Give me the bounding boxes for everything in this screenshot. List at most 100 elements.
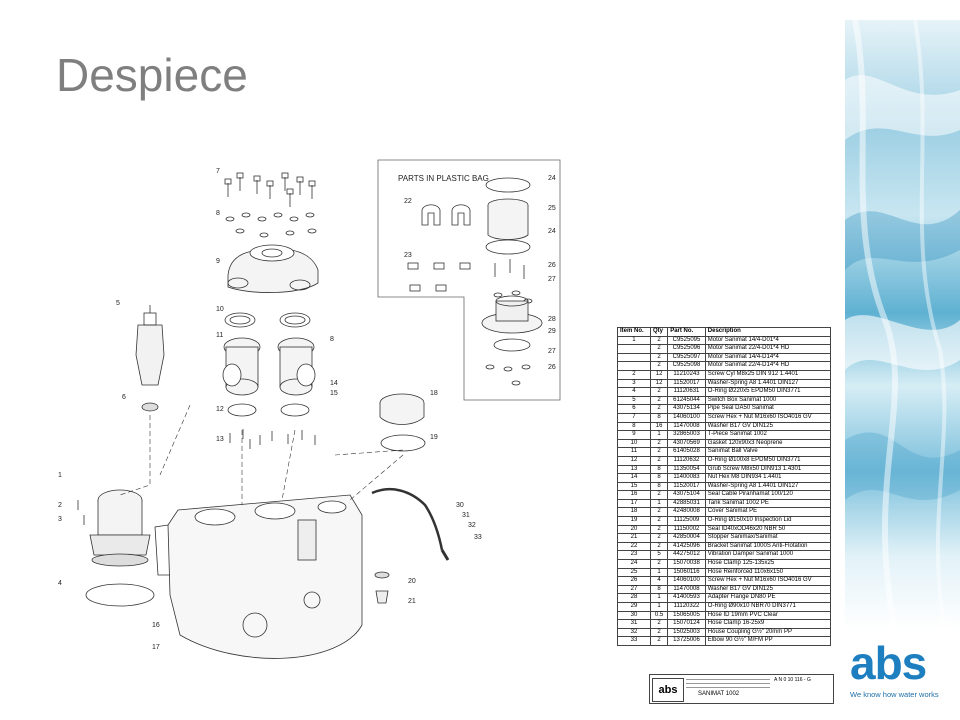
cell-qty: 2 [649, 636, 669, 646]
parts-bag-label: PARTS IN PLASTIC BAG [398, 174, 489, 183]
cell-item-no: 27 [617, 584, 651, 595]
cell-part-no: 42480008 [667, 507, 706, 518]
parts-bag-box [377, 159, 561, 401]
svg-text:5: 5 [116, 300, 120, 307]
cell-part-no: 44275012 [667, 550, 706, 561]
cell-description: Motor Sanimat 14/4-D14*4 [704, 352, 832, 363]
cell-qty: 2 [649, 387, 669, 397]
svg-text:11: 11 [216, 332, 223, 339]
cell-description: Screw Hex + Nut M16x60 ISO4016 GV [704, 412, 832, 423]
cell-item-no: 18 [617, 507, 651, 518]
col-description: Description [704, 327, 832, 337]
cell-part-no: 42885031 [667, 498, 706, 509]
cell-part-no: 43070569 [667, 438, 706, 449]
svg-text:18: 18 [430, 390, 438, 397]
cell-qty: 2 [649, 447, 669, 457]
cell-item-no: 17 [617, 498, 651, 509]
cell-qty: 8 [649, 412, 669, 423]
svg-text:13: 13 [216, 436, 224, 443]
cell-qty: 2 [649, 533, 669, 543]
cell-qty: 0.5 [649, 610, 669, 621]
cell-qty: 2 [649, 404, 669, 414]
svg-text:22: 22 [404, 198, 412, 205]
cell-part-no: 11120632 [667, 455, 706, 466]
cell-description: Washer-Spring A8 1.4401 DIN127 [704, 481, 832, 492]
cell-description: O-Ring Ø150x10 Inspection Lid [704, 516, 832, 526]
svg-text:3: 3 [58, 516, 62, 523]
cell-qty: 2 [649, 490, 669, 500]
cell-part-no: C9525097 [667, 352, 706, 363]
cell-qty: 2 [649, 541, 669, 552]
bolts-top [224, 172, 316, 207]
cell-description: Hose Clamp 16-25x9 [704, 619, 832, 629]
svg-text:12: 12 [216, 406, 224, 413]
svg-text:27: 27 [548, 348, 556, 355]
svg-text:29: 29 [548, 328, 556, 335]
svg-text:19: 19 [430, 434, 438, 441]
cell-description: Bracket Sanimat 1000S Anti-Flotation [704, 541, 832, 552]
cell-qty: 8 [649, 584, 669, 595]
cell-description: Screw Cyl M8x25 DIN 912 1.4401 [704, 369, 832, 380]
cell-description: T-Piece Sanimat 1002 [704, 430, 832, 440]
abs-logo: abs We know how water works [848, 636, 960, 706]
cell-item-no: 15 [617, 481, 651, 492]
t-piece [227, 244, 319, 293]
logo-tagline: We know how water works [850, 690, 939, 699]
cell-description: Elbow 90 G½" M/FM PP [704, 636, 832, 646]
cell-item-no: 32 [617, 627, 651, 638]
cell-description: O-Ring Ø220x5 EPDM50 DIN3771 [704, 387, 832, 397]
cell-item-no: 28 [617, 593, 651, 603]
svg-text:6: 6 [122, 394, 126, 401]
title-block-model: SANIMAT 1002 [698, 691, 740, 697]
cell-qty: 1 [649, 567, 669, 578]
cell-qty: 12 [649, 378, 669, 389]
cell-qty: 2 [649, 438, 669, 449]
cell-description: Motor Sanimat 22/4-D01*4 HD [704, 344, 832, 354]
cell-qty: 2 [649, 335, 669, 346]
cell-part-no: 11210243 [667, 369, 706, 380]
svg-text:1: 1 [58, 472, 62, 479]
cell-description: Seal Cable Piranhamat 100/120 [704, 490, 832, 500]
svg-text:8: 8 [216, 210, 220, 217]
cell-item-no: 21 [617, 533, 651, 543]
cell-part-no: 61245044 [667, 395, 706, 406]
cell-description: O-Ring Ø100x8 EPDM50 DIN3771 [704, 455, 832, 466]
cell-description: Screw Hex + Nut M16x60 ISO4016 GV [704, 576, 832, 586]
inspection-cover [379, 393, 426, 452]
svg-text:32: 32 [468, 522, 476, 529]
cell-item-no: 14 [617, 473, 651, 483]
cell-part-no: 15025003 [667, 627, 706, 638]
cell-item-no: 4 [617, 387, 651, 397]
cell-part-no: 11350054 [667, 464, 706, 475]
cell-part-no: 13725006 [667, 636, 706, 646]
cell-qty: 2 [649, 524, 669, 535]
cell-qty: 1 [649, 498, 669, 509]
cell-item-no: 2 [617, 369, 651, 380]
cell-qty: 8 [649, 481, 669, 492]
svg-text:2: 2 [58, 502, 62, 509]
cell-item-no: 31 [617, 619, 651, 629]
cell-description: Washer-Spring A8 1.4401 DIN127 [704, 378, 832, 389]
ball-valves [222, 337, 316, 396]
tank [154, 494, 363, 659]
cell-item-no: 8 [617, 421, 651, 432]
cell-part-no: 15070124 [667, 619, 706, 629]
cell-description: Adapter Flange DN80 PE [704, 593, 832, 603]
svg-text:9: 9 [216, 258, 220, 265]
cell-part-no: 14060100 [667, 412, 706, 423]
